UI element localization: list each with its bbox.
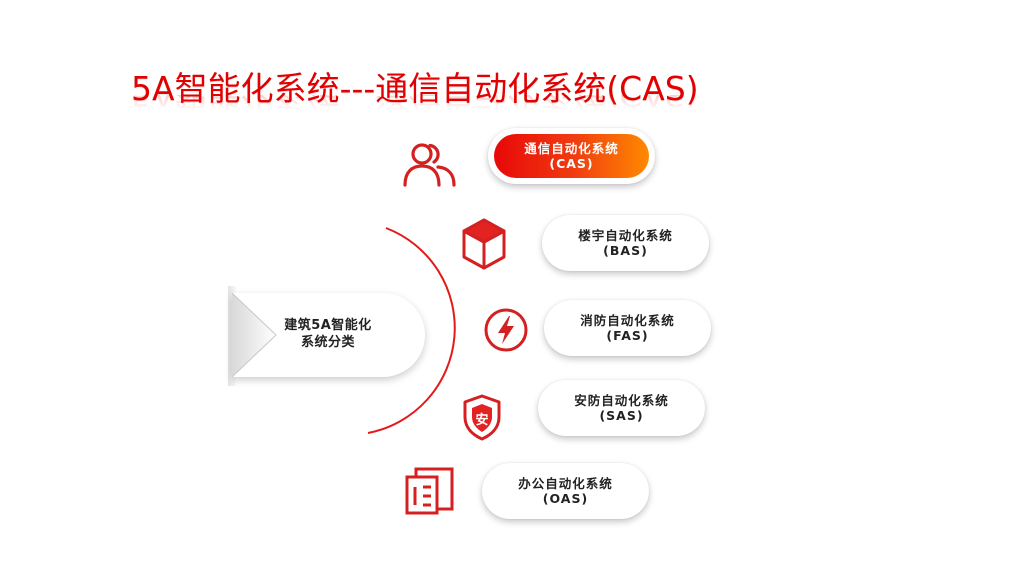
shield-icon: 安: [463, 394, 501, 441]
oas-label: 办公自动化系统(OAS): [518, 476, 613, 506]
bas-label: 楼宇自动化系统(BAS): [578, 228, 673, 258]
sas-label: 安防自动化系统(SAS): [574, 393, 669, 423]
bas-pill[interactable]: 楼宇自动化系统(BAS): [542, 215, 709, 271]
center-category-label: 建筑5A智能化系统分类: [284, 318, 372, 350]
oas-pill[interactable]: 办公自动化系统(OAS): [482, 463, 649, 519]
lightning-icon: [484, 308, 528, 352]
chevron-right-icon: [232, 293, 277, 377]
cube-icon: [462, 218, 506, 270]
sas-pill[interactable]: 安防自动化系统(SAS): [538, 380, 705, 436]
svg-text:安: 安: [475, 412, 488, 428]
document-icon: [405, 467, 454, 515]
cas-pill[interactable]: 通信自动化系统(CAS): [488, 128, 655, 184]
fas-label: 消防自动化系统(FAS): [580, 313, 675, 343]
page-title: 5A智能化系统---通信自动化系统(CAS): [131, 69, 699, 108]
cas-label: 通信自动化系统(CAS): [524, 141, 619, 171]
fas-pill[interactable]: 消防自动化系统(FAS): [544, 300, 711, 356]
people-icon: [403, 143, 456, 187]
